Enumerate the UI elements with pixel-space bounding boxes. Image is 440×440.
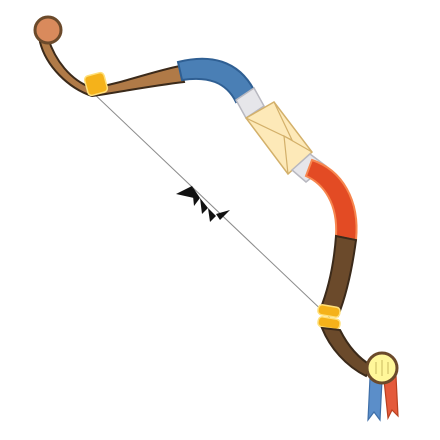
upper-knob [33, 15, 63, 45]
lower-limb [318, 234, 358, 318]
lower-tip [320, 326, 374, 378]
envelope-icon [244, 101, 314, 176]
grip-red [304, 158, 358, 242]
fletching-icon [176, 186, 230, 222]
medallion-icon [365, 351, 399, 385]
upper-limb [38, 36, 186, 98]
wrap-upper [235, 86, 265, 120]
lower-rings [317, 304, 341, 330]
bow-string [89, 89, 331, 319]
upper-ring [83, 71, 109, 97]
